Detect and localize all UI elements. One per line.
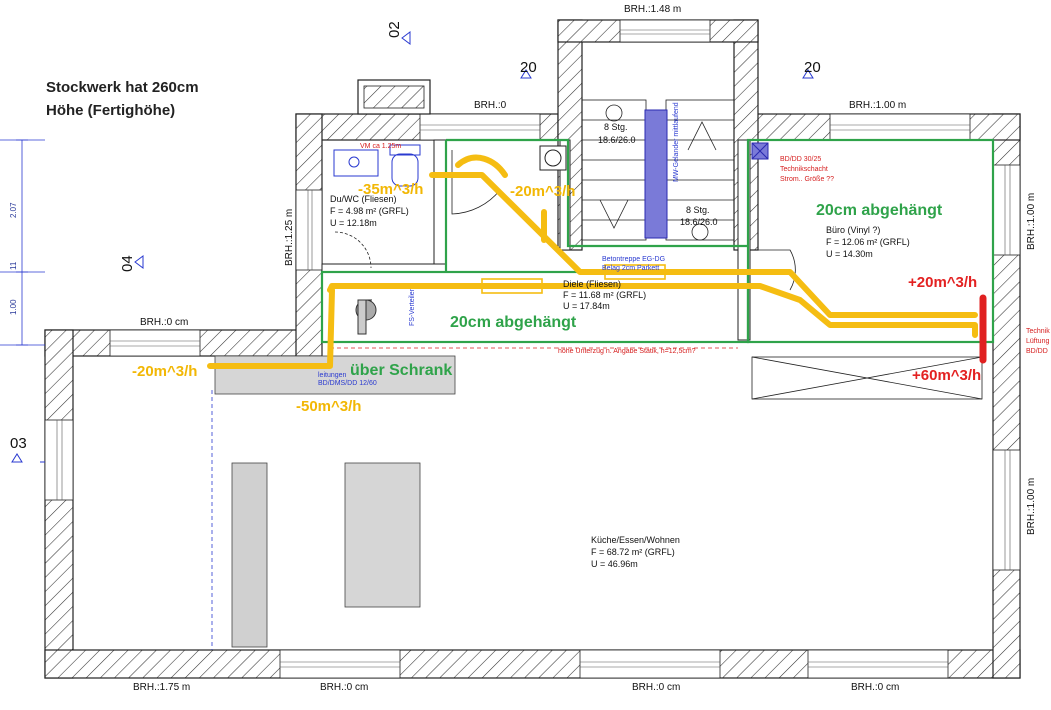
airflow-hall-top: -20m^3/h xyxy=(510,183,575,200)
stairs-wall-note: MW-Gelander mittlaufend xyxy=(673,102,680,182)
brh-left-low: BRH.:0 cm xyxy=(140,317,188,328)
hall-area: F = 11.68 m² (GRFL) xyxy=(563,290,646,300)
stairs-upper: 8 Stg. xyxy=(604,122,628,132)
living-perimeter: U = 46.96m xyxy=(591,559,638,569)
bathroom-fixtures xyxy=(333,144,421,187)
brh-right-top: BRH.:1.00 m xyxy=(1026,193,1037,250)
ceiling-beam xyxy=(751,356,983,400)
bath-area: F = 4.98 m² (GRFL) xyxy=(330,206,409,216)
door-swings xyxy=(451,150,796,291)
bath-name: Du/WC (Fliesen) xyxy=(330,194,397,204)
tech-shaft-note2: Technikschacht xyxy=(780,166,828,173)
section-03: 03 xyxy=(10,435,27,452)
section-20b: 20 xyxy=(804,59,821,76)
bath-vm-note: VM ca 1.25m xyxy=(360,143,401,150)
office-area: F = 12.06 m² (GRFL) xyxy=(826,237,910,247)
fs-note: FS-Verteiler xyxy=(409,288,416,326)
windows xyxy=(44,19,1021,679)
brh-top-center: BRH.:1.48 m xyxy=(624,4,681,15)
dim-11: 11 xyxy=(9,261,18,270)
duct-connectors xyxy=(481,264,666,294)
stairs-upper-dim: 18.6/26.0 xyxy=(598,135,636,145)
kitchen-island xyxy=(344,462,421,608)
tech-shaft-note1: BD/DD 30/25 xyxy=(780,156,821,163)
brh-bottom-4: BRH.:0 cm xyxy=(851,682,899,693)
cab-note1: leitungen xyxy=(318,372,347,379)
section-20a: 20 xyxy=(520,59,537,76)
office-perimeter: U = 14.30m xyxy=(826,249,873,259)
dimension-lines xyxy=(0,139,45,346)
stairs-lower: 8 Stg. xyxy=(686,205,710,215)
section-02: 02 xyxy=(386,21,403,38)
vent-ducts xyxy=(207,154,978,369)
office-name: Büro (Vinyl ?) xyxy=(826,225,880,235)
hall-name: Diele (Fliesen) xyxy=(563,279,621,289)
stairs-lower-dim: 18.6/26.0 xyxy=(680,217,718,227)
right-edge2: Lüftung xyxy=(1026,338,1049,345)
airflow-left: -20m^3/h xyxy=(132,363,197,380)
tech-shaft-note3: Strom.. Größe ?? xyxy=(780,176,834,183)
bath-perimeter: U = 12.18m xyxy=(330,218,377,228)
brh-right-bottom: BRH.:1.00 m xyxy=(1026,478,1037,535)
cab-note2: BD/DMS/DD 12/60 xyxy=(318,380,377,387)
airflow-office-in: +20m^3/h xyxy=(908,274,977,291)
stair-note1: Betontreppe EG-DG xyxy=(602,256,665,263)
dim-1-00: 1.00 xyxy=(9,299,18,315)
dim-2-07: 2.07 xyxy=(9,202,18,218)
airflow-supply: +60m^3/h xyxy=(912,367,981,384)
kitchen-counter xyxy=(231,462,268,648)
green-note-office: 20cm abgehängt xyxy=(816,202,943,219)
living-area: F = 68.72 m² (GRFL) xyxy=(591,547,675,557)
suspended-ceiling-zones xyxy=(320,138,995,344)
right-edge3: BD/DD xyxy=(1026,348,1048,355)
green-note-cabinet: über Schrank xyxy=(350,362,452,379)
brh-bottom-2: BRH.:0 cm xyxy=(320,682,368,693)
cabinet xyxy=(214,355,456,395)
hall-perimeter: U = 17.84m xyxy=(563,301,610,311)
green-note-hall: 20cm abgehängt xyxy=(450,314,577,331)
section-04: 04 xyxy=(119,255,136,272)
brh-left-mid: BRH.:1.25 m xyxy=(284,209,295,266)
right-edge1: Technik xyxy=(1026,328,1050,335)
window-lines xyxy=(56,29,1011,668)
note-line2: Höhe (Fertighöhe) xyxy=(46,102,175,119)
stair-railing xyxy=(644,109,668,239)
airflow-bath: -35m^3/h xyxy=(358,181,423,198)
section-markers xyxy=(11,31,814,463)
note-line1: Stockwerk hat 260cm xyxy=(46,79,199,96)
airflow-cabinet: -50m^3/h xyxy=(296,398,361,415)
stair-note2: Belag 2cm Parkett xyxy=(602,265,659,272)
brh-top-right: BRH.:1.00 m xyxy=(849,100,906,111)
brh-bottom-3: BRH.:0 cm xyxy=(632,682,680,693)
living-name: Küche/Essen/Wohnen xyxy=(591,535,680,545)
beam-note: höhe Unterzug n. Angabe Statik, h=12,5cm… xyxy=(558,348,696,355)
brh-bottom-1: BRH.:1.75 m xyxy=(133,682,190,693)
brh-top-left: BRH.:0 xyxy=(474,100,507,111)
